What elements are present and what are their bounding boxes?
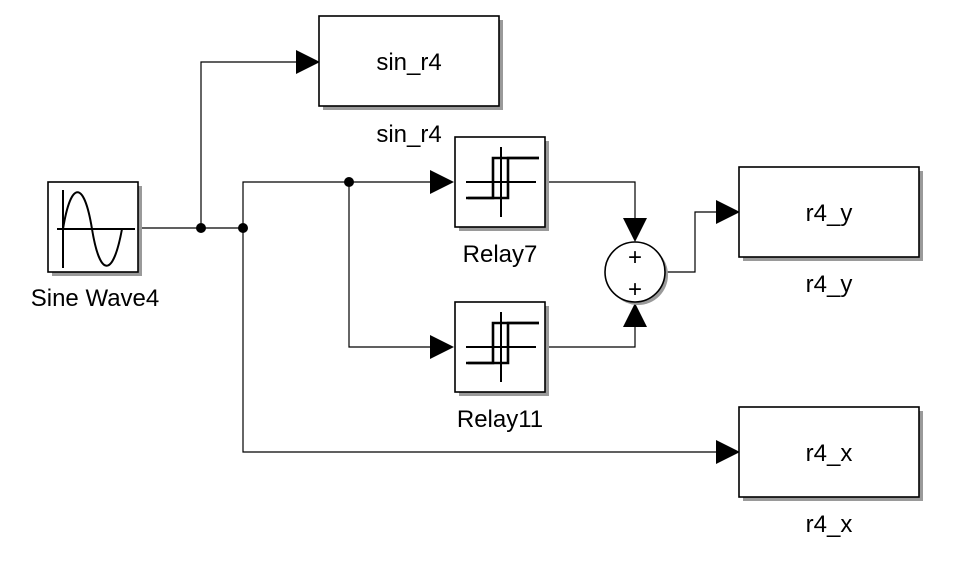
junction-dot [196,223,206,233]
sum-block[interactable]: + + [604,241,668,305]
r4-y-inner-label: r4_y [806,200,853,227]
sin-r4-name-label: sin_r4 [376,121,441,148]
wire-to-relay11[interactable] [348,182,430,348]
junctions [196,177,354,233]
relay-hysteresis-icon [466,312,539,382]
signal-lines [139,61,718,453]
sine-wave-block[interactable] [47,181,142,276]
sine-wave-label: Sine Wave4 [31,285,160,312]
r4-y-block[interactable]: r4_y [738,166,923,261]
wire-relay11-to-sum[interactable] [545,326,636,348]
wire-relay7-to-sum[interactable] [545,181,636,220]
sin-r4-block[interactable]: sin_r4 [318,15,503,110]
r4-x-frame[interactable] [738,406,920,498]
sin-r4-frame[interactable] [318,15,500,107]
r4-x-name-label: r4_x [806,511,853,538]
r4-x-block[interactable]: r4_x [738,406,923,501]
sum-circle[interactable] [604,241,666,303]
sin-r4-inner-label: sin_r4 [376,49,441,76]
arrow-sum-top-input [623,218,647,242]
arrow-sum-bottom-input [623,303,647,327]
junction-dot [344,177,354,187]
relay7-block[interactable] [454,136,549,231]
relay11-label: Relay11 [457,406,543,433]
relay-hysteresis-icon [466,147,539,217]
sum-sign-bottom: + [628,276,642,303]
wire-to-r4-x[interactable] [242,228,718,453]
arrow-relay7-input [430,170,454,194]
relay7-label: Relay7 [463,241,538,268]
wire-to-sin-r4[interactable] [200,61,300,228]
sine-wave-icon [57,190,135,268]
junction-dot [238,223,248,233]
sum-sign-top: + [628,244,642,271]
sine-wave-frame[interactable] [47,181,139,273]
wire-to-relays[interactable] [242,181,430,228]
arrow-r4-x-input [716,440,740,464]
r4-y-name-label: r4_y [806,271,853,298]
arrow-r4-y-input [716,200,740,224]
arrow-relay11-input [430,335,454,359]
relay11-block[interactable] [454,301,549,396]
arrow-sin-r4-input [296,50,320,74]
wire-sum-to-r4-y[interactable] [665,211,718,273]
arrowheads [296,50,740,464]
r4-y-frame[interactable] [738,166,920,258]
r4-x-inner-label: r4_x [806,440,853,467]
